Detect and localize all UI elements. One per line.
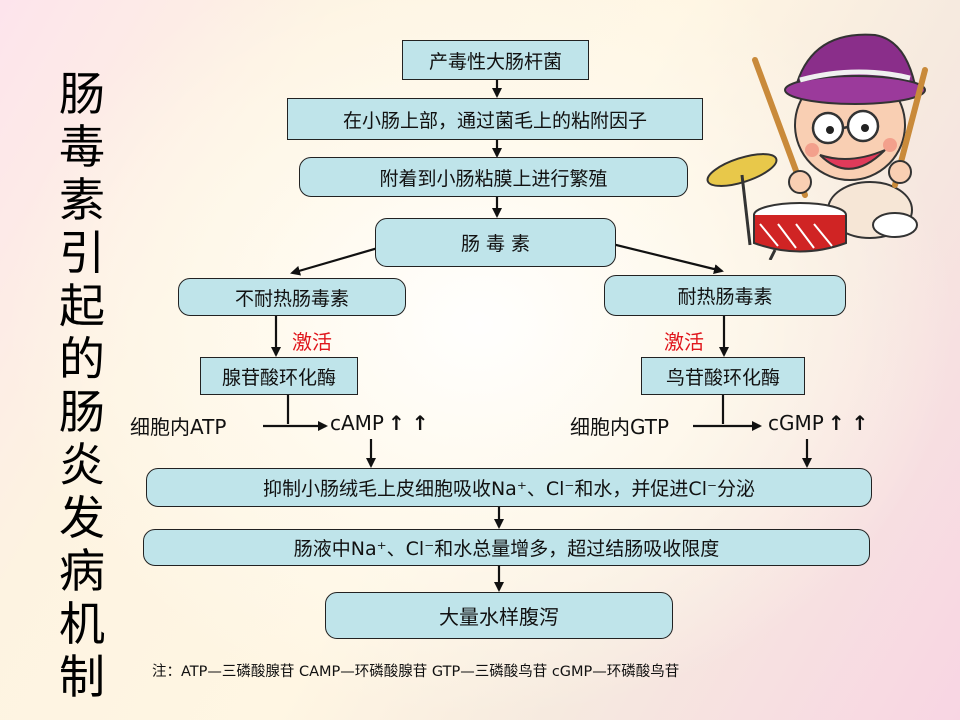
box-colonization: 附着到小肠粘膜上进行繁殖 [299,157,688,197]
label-activate-right: 激活 [664,330,704,354]
box-adenylate-cyclase: 腺苷酸环化酶 [200,357,358,395]
cartoon-drummer-icon [706,33,928,260]
label-intracellular-atp: 细胞内ATP [130,415,227,439]
arrow-b4-b6 [599,239,724,274]
box-heat-stable-toxin: 耐热肠毒素 [604,275,846,316]
box-watery-diarrhea: 大量水样腹泻 [325,592,673,639]
box-guanylate-cyclase: 鸟苷酸环化酶 [641,357,805,395]
label-activate-left: 激活 [292,330,332,354]
footnote: 注：ATP—三磷酸腺苷 CAMP—环磷酸腺苷 GTP—三磷酸鸟苷 cGMP—环磷… [152,664,680,680]
box-adhesion-factor: 在小肠上部，通过菌毛上的粘附因子 [287,98,703,140]
label-camp: cAMP↑ ↑ [330,411,429,435]
box-heat-labile-toxin: 不耐热肠毒素 [178,278,406,316]
label-intracellular-gtp: 细胞内GTP [570,415,670,439]
up-arrows-icon: ↑ ↑ [827,411,869,435]
box-enterotoxin: 肠 毒 素 [375,218,616,267]
box-inhibit-absorption: 抑制小肠绒毛上皮细胞吸收Na⁺、Cl⁻和水，并促进Cl⁻分泌 [146,468,872,507]
box-toxigenic-ecoli: 产毒性大肠杆菌 [402,40,589,80]
label-cgmp: cGMP↑ ↑ [768,411,869,435]
box-fluid-exceeds: 肠液中Na⁺、Cl⁻和水总量增多，超过结肠吸收限度 [143,529,870,566]
vertical-title: 肠毒素引起的肠炎发病机制 [59,67,105,704]
up-arrows-icon: ↑ ↑ [388,411,429,435]
